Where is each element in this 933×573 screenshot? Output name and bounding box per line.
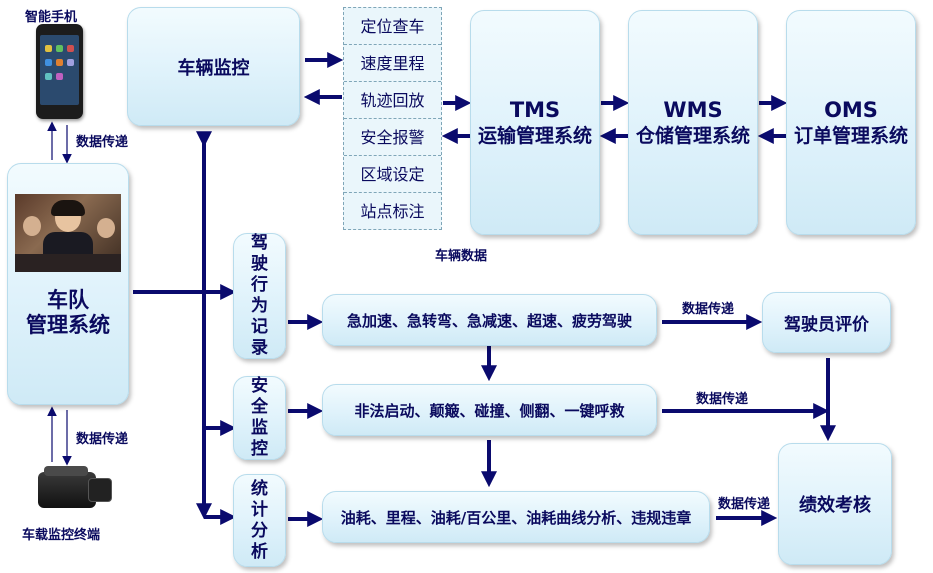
statistics-char: 计 bbox=[251, 499, 268, 520]
vehicle-terminal-icon bbox=[38, 466, 112, 508]
statistics-char: 分 bbox=[251, 520, 268, 541]
driving-record-char: 为 bbox=[251, 296, 268, 316]
performance-label: 绩效考核 bbox=[799, 495, 871, 516]
data-transfer-label-stats: 数据传递 bbox=[718, 497, 771, 512]
vehicle-monitor-label: 车辆监控 bbox=[177, 57, 250, 79]
oms-name: 订单管理系统 bbox=[793, 124, 908, 147]
smartphone-icon bbox=[36, 24, 83, 119]
safety-events-box: 非法启动、颠簸、碰撞、侧翻、一键呼救 bbox=[322, 384, 657, 436]
statistics-events-box: 油耗、里程、油耗/百公里、油耗曲线分析、违规违章 bbox=[322, 491, 710, 543]
driver-eval-box: 驾驶员评价 bbox=[762, 292, 891, 353]
menu-item-locate[interactable]: 定位查车 bbox=[344, 8, 441, 45]
data-transfer-label-safety: 数据传递 bbox=[696, 392, 749, 407]
driver-eval-label: 驾驶员评价 bbox=[784, 315, 869, 335]
statistics-events-text: 油耗、里程、油耗/百公里、油耗曲线分析、违规违章 bbox=[340, 508, 692, 527]
fleet-title-line2: 管理系统 bbox=[26, 313, 110, 337]
statistics-char: 统 bbox=[251, 478, 268, 499]
fleet-management-box: 车队 管理系统 bbox=[7, 163, 129, 405]
safety-monitor-char: 控 bbox=[251, 439, 268, 459]
safety-monitor-char: 安 bbox=[251, 376, 268, 396]
wms-code: WMS bbox=[663, 97, 723, 122]
data-transfer-label-top: 数据传递 bbox=[76, 135, 129, 150]
driving-record-char: 驾 bbox=[251, 233, 268, 253]
wms-name: 仓储管理系统 bbox=[635, 124, 750, 147]
menu-item-track[interactable]: 轨迹回放 bbox=[344, 82, 441, 119]
driving-record-char: 行 bbox=[251, 275, 268, 295]
safety-monitor-box: 安 全 监 控 bbox=[233, 376, 286, 460]
vehicle-data-label: 车辆数据 bbox=[435, 249, 488, 264]
oms-code: OMS bbox=[824, 97, 878, 122]
data-transfer-label-bottom: 数据传递 bbox=[76, 432, 129, 447]
data-transfer-label-driver: 数据传递 bbox=[682, 302, 735, 317]
tms-box: TMS 运输管理系统 bbox=[470, 10, 600, 235]
safety-events-text: 非法启动、颠簸、碰撞、侧翻、一键呼救 bbox=[354, 401, 625, 420]
driving-record-char: 记 bbox=[251, 317, 268, 337]
fleet-title-line1: 车队 bbox=[47, 288, 89, 312]
call-center-photo bbox=[15, 194, 121, 272]
menu-item-station[interactable]: 站点标注 bbox=[360, 202, 425, 221]
menu-item-area[interactable]: 区域设定 bbox=[344, 156, 441, 193]
driving-record-char: 驶 bbox=[251, 254, 268, 274]
phone-label: 智能手机 bbox=[25, 10, 78, 25]
tms-code: TMS bbox=[509, 97, 561, 122]
vehicle-monitor-box: 车辆监控 bbox=[127, 7, 300, 126]
safety-monitor-char: 全 bbox=[251, 397, 268, 417]
monitor-menu: 定位查车 速度里程 轨迹回放 安全报警 区域设定 站点标注 bbox=[343, 7, 442, 230]
menu-item-alarm[interactable]: 安全报警 bbox=[344, 119, 441, 156]
menu-item-speed[interactable]: 速度里程 bbox=[344, 45, 441, 82]
driving-events-box: 急加速、急转弯、急减速、超速、疲劳驾驶 bbox=[322, 294, 657, 346]
performance-box: 绩效考核 bbox=[778, 443, 892, 565]
driving-record-char: 录 bbox=[251, 338, 268, 358]
statistics-box: 统 计 分 析 bbox=[233, 474, 286, 567]
wms-box: WMS 仓储管理系统 bbox=[628, 10, 758, 235]
safety-monitor-char: 监 bbox=[251, 418, 268, 438]
driving-events-text: 急加速、急转弯、急减速、超速、疲劳驾驶 bbox=[346, 311, 632, 330]
statistics-char: 析 bbox=[251, 541, 268, 562]
oms-box: OMS 订单管理系统 bbox=[786, 10, 916, 235]
driving-record-box: 驾 驶 行 为 记 录 bbox=[233, 233, 286, 359]
tms-name: 运输管理系统 bbox=[477, 124, 592, 147]
terminal-label: 车载监控终端 bbox=[22, 528, 101, 543]
